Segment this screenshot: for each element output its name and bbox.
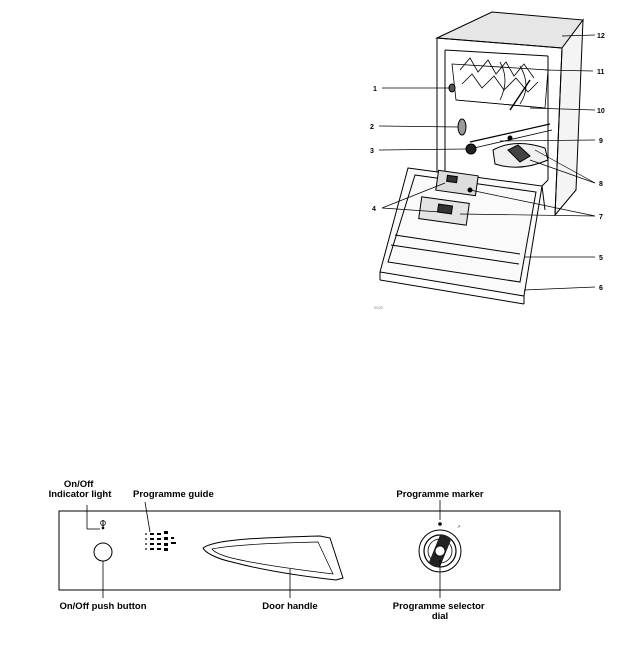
side-part-oval	[457, 118, 467, 136]
svg-text:↗: ↗	[457, 524, 460, 529]
caption-programme-selector-dial: Programme selector dial	[393, 601, 488, 622]
programme-marker: ↗	[438, 500, 460, 529]
programme-selector-dial[interactable]	[418, 529, 462, 598]
lower-spray-arm	[469, 123, 553, 149]
caption-on-off-push-button: On/Off push button	[59, 601, 146, 612]
callout-numbers: 1 2 3 4 5 6 7 8 9 10 11 12 0020	[370, 33, 605, 310]
caption-on-off-indicator-line-1: On/Off	[64, 479, 94, 490]
programme-guide	[144, 501, 176, 551]
callout-12: 12	[597, 33, 605, 40]
callout-9: 9	[599, 138, 603, 145]
callout-6: 6	[599, 285, 603, 292]
caption-selector-line-2: dial	[432, 611, 448, 622]
caption-on-off-indicator-light: On/Off Indicator light	[49, 479, 113, 500]
callout-2: 2	[370, 124, 374, 131]
callout-8: 8	[599, 181, 603, 188]
caption-programme-marker: Programme marker	[396, 489, 483, 500]
cabinet-top	[435, 11, 584, 49]
indicator-light-icon	[101, 526, 105, 530]
caption-door-handle: Door handle	[262, 601, 317, 612]
dishwasher-illustration	[379, 11, 584, 305]
caption-on-off-indicator-line-2: Indicator light	[49, 489, 113, 500]
callout-leader-lines	[378, 34, 596, 291]
callout-11: 11	[597, 69, 605, 76]
callout-5: 5	[599, 255, 603, 262]
callout-4: 4	[372, 206, 376, 213]
control-panel: ↗	[58, 500, 561, 598]
door-handle[interactable]	[202, 535, 344, 598]
on-off-indicator-light	[86, 505, 106, 530]
upper-basket	[451, 57, 549, 111]
caption-programme-guide: Programme guide	[133, 489, 214, 500]
control-panel-captions: On/Off Indicator light Programme guide P…	[49, 479, 488, 622]
power-symbol-icon	[100, 520, 106, 526]
callout-3: 3	[370, 148, 374, 155]
caption-selector-line-1: Programme selector	[393, 601, 485, 612]
callout-7: 7	[599, 214, 603, 221]
on-off-push-button[interactable]	[93, 542, 113, 562]
salt-container-cap	[465, 143, 477, 155]
figure-code: 0020	[374, 305, 384, 310]
callout-10: 10	[597, 108, 605, 115]
marker-dot-icon	[438, 522, 442, 526]
callout-1: 1	[373, 86, 377, 93]
